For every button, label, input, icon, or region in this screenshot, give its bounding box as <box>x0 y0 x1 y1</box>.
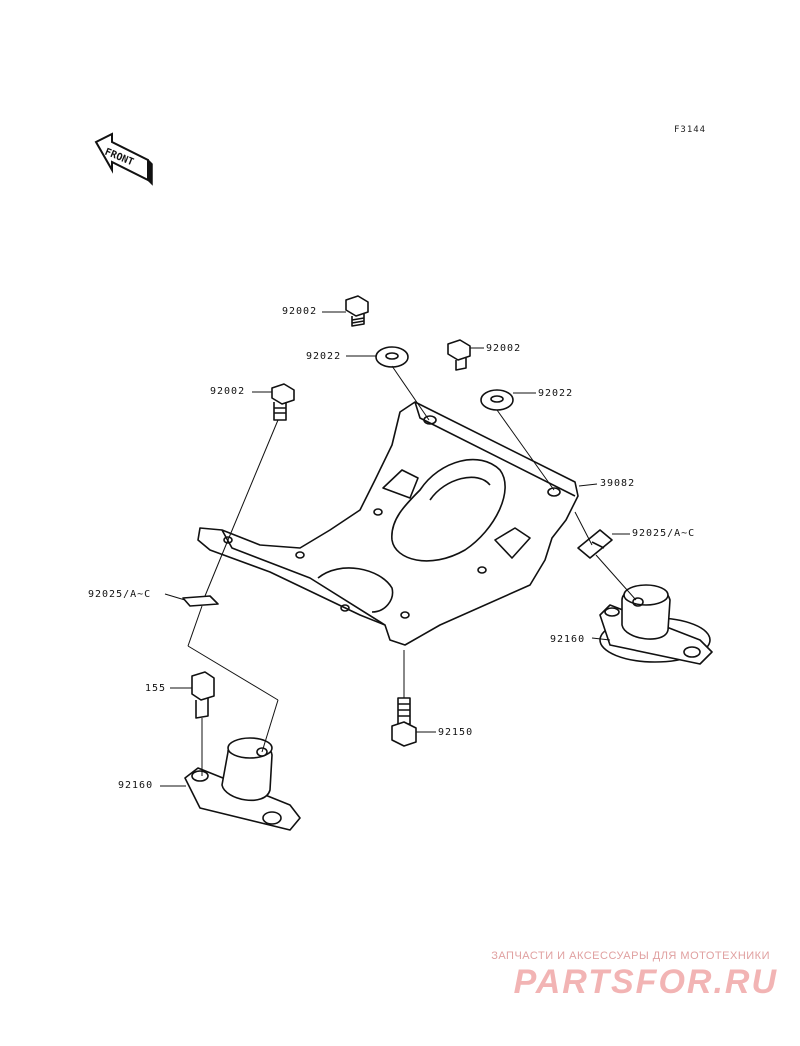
label-bolt-92002-top-right: 92002 <box>486 343 522 354</box>
figure-ref-code: F3144 <box>674 125 707 135</box>
mount-92160-right <box>599 584 713 665</box>
mount-92160-left <box>184 737 301 831</box>
bolt-92002-top-right <box>447 339 471 371</box>
label-bolt-92150: 92150 <box>438 727 474 738</box>
bolt-92002-top-left <box>345 295 369 327</box>
bolt-92150 <box>391 697 417 747</box>
label-bolt-92002-top-left: 92002 <box>282 306 318 317</box>
bracket-plate <box>197 401 579 646</box>
label-bracket-39082: 39082 <box>600 478 636 489</box>
label-washer-92022-right: 92022 <box>538 388 574 399</box>
bracket-cutout <box>391 458 506 562</box>
bolt-155 <box>191 671 215 719</box>
label-clip-92025-right: 92025/A~C <box>632 528 696 539</box>
label-mount-92160-left: 92160 <box>118 780 154 791</box>
front-arrow-icon <box>94 132 153 186</box>
label-bolt-155: 155 <box>145 683 167 694</box>
label-bolt-92002-side: 92002 <box>210 386 246 397</box>
label-washer-92022-left: 92022 <box>306 351 342 362</box>
bolt-92002-side <box>271 383 295 421</box>
watermark-brand: PARTSFOR.RU <box>513 963 778 1001</box>
label-clip-92025-left: 92025/A~C <box>88 589 152 600</box>
label-mount-92160-right: 92160 <box>550 634 586 645</box>
watermark-tagline: ЗАПЧАСТИ И АКСЕССУАРЫ ДЛЯ МОТОТЕХНИКИ <box>491 950 770 962</box>
